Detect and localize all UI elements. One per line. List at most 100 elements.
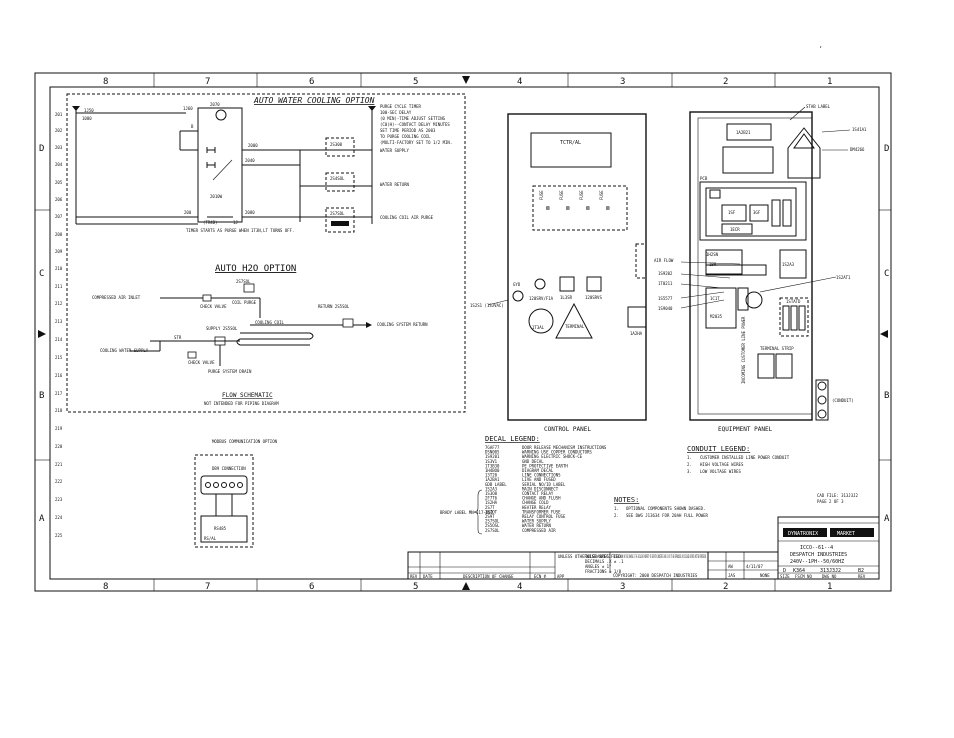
column-labels-top: 8 7 6 5 4 3 2 1 — [103, 77, 832, 87]
ground-arrow-icon — [72, 106, 80, 111]
hazard-label-icon — [787, 127, 821, 179]
tb-label: SIZE — [780, 574, 790, 579]
stray-mark: , — [819, 42, 823, 49]
row-label: C — [884, 269, 889, 279]
panel-item: 1L3SR — [560, 295, 573, 300]
column-label: 2 — [723, 582, 728, 592]
panel-item: GYD — [513, 282, 521, 287]
tb-label: FSCM NO — [795, 574, 812, 579]
panel-tag: 1S9202 — [658, 271, 673, 276]
relay-note: TIMER STARTS AS PURGE WHEN 1T3N,LT TURNS… — [186, 228, 294, 233]
row-number: 201 — [55, 112, 63, 117]
note-line: (0 MIN)-TIME ADJUST SETTING — [380, 116, 446, 121]
revision: B2 — [858, 568, 864, 574]
panel-tag: 1A2HA — [630, 331, 643, 336]
title-block: CAD FILE: 313J3J2 PAGE 2 OF 3 DYNATRONIX… — [407, 493, 880, 580]
decal-description: CHANGE COLD — [522, 500, 549, 505]
wire-label: B — [191, 124, 194, 129]
center-arrow-left-icon — [38, 330, 46, 338]
flow-label: SUPPLY 2S5SOL — [206, 326, 238, 331]
fuse-label: FUSE — [559, 190, 564, 200]
warning-triangle-icon — [555, 302, 593, 339]
wire-label: 1J — [233, 220, 238, 225]
wire-label: 1080 — [82, 116, 92, 121]
row-number: 204 — [55, 162, 63, 167]
valve-water-return: 2S4SOL WATER RETURN — [300, 172, 409, 192]
column-labels-bottom: 8 7 6 5 4 3 2 1 — [103, 582, 832, 592]
panel-tag: 1S2S1 (1S3VAC) — [470, 303, 504, 308]
panel-item: TERMINAL — [565, 324, 585, 329]
row-number: 220 — [55, 444, 63, 449]
row-number: 216 — [55, 373, 63, 378]
terminal-label: TERMINAL STRIP — [760, 346, 794, 351]
note-number: 2. — [614, 513, 619, 518]
brand-right: MARKET — [837, 531, 855, 537]
note-line: TO PURGE COOLING COIL — [380, 134, 431, 139]
panel-item: 120SRV/F1A — [529, 296, 554, 301]
row-number: 217 — [55, 391, 63, 396]
water-cooling-title: AUTO WATER COOLING OPTION — [253, 96, 375, 105]
row-number: 218 — [55, 408, 63, 413]
row-label: B — [884, 391, 889, 401]
flow-label: CHECK VALVE — [188, 360, 215, 365]
pcb-label: PCB — [700, 176, 708, 181]
decal-description: LIVE AND FUSED — [522, 477, 556, 482]
note-line: (C0(H)--CONTACT DELAY MINUTES — [380, 122, 450, 127]
decal-code: 2S7OT — [485, 509, 498, 514]
equipment-block: 1A2B21 — [736, 130, 751, 135]
relay-label: (TR4B) — [203, 220, 217, 225]
page-of: PAGE 2 OF 3 — [817, 499, 844, 504]
size-value: D — [783, 568, 786, 574]
valve-id: 2S300 — [330, 142, 343, 147]
decal-description: WARNING ELECTRIC SHOCK-CE — [522, 454, 583, 459]
equipment-block: 1ECR — [730, 227, 740, 232]
decal-description: GND DECAL — [522, 459, 544, 464]
rev-header: DATE — [423, 574, 433, 579]
note-text: OPTIONAL COMPONENTS SHOWN DASHED. — [626, 506, 705, 511]
column-label: 6 — [309, 77, 314, 87]
column-label: 3 — [620, 582, 625, 592]
legend-text: LOW VOLTAGE WIRES — [700, 469, 742, 474]
fuse-glyph: ⊠ — [546, 205, 550, 212]
control-panel: TCTR/AL FUSE FUSE FUSE FUSE ⊠ ⊠ ⊠ ⊠ GYD … — [470, 113, 647, 433]
fuse-glyph: ⊠ — [586, 205, 590, 212]
model-line: DESPATCH INDUSTRIES — [790, 552, 847, 558]
brand-logo-right — [830, 528, 874, 537]
decal-description: SERIAL NO/ID LABEL — [522, 482, 566, 487]
decal-description: PE PROTECTIVE EARTH — [522, 463, 568, 468]
row-number: 212 — [55, 301, 63, 306]
flow-label: COMPRESSED AIR INLET — [92, 295, 141, 300]
notes: NOTES: 1. OPTIONAL COMPONENTS SHOWN DASH… — [614, 496, 708, 518]
frame-ticks — [35, 73, 891, 591]
decal-description: WARNING USE COPPER CONDUCTORS — [522, 450, 592, 455]
conduit-tag: (CONDUIT) — [832, 398, 854, 403]
vertical-note: INCOMING CUSTOMER LINE POWER — [741, 316, 746, 384]
wire-label: 200 — [184, 210, 192, 215]
column-label: 1 — [827, 582, 832, 592]
valve-air-purge: 2S7SOL COOLING COIL AIR PURGE — [325, 207, 434, 233]
decal-description: COMPRESSED AIR — [522, 528, 556, 533]
rev-header: DESCRIPTION OF CHANGE — [463, 574, 514, 579]
row-number: 222 — [55, 479, 63, 484]
valve-name: COOLING COIL AIR PURGE — [380, 215, 434, 220]
decal-code: 7GAF77 — [485, 445, 500, 450]
row-number: 207 — [55, 214, 63, 219]
decal-code: 1A2BA1 — [485, 477, 500, 482]
column-label: 2 — [723, 77, 728, 87]
row-label: D — [884, 144, 889, 154]
wire-label: 2000 — [248, 143, 258, 148]
row-number: 203 — [55, 145, 63, 150]
notes-title: NOTES: — [614, 496, 639, 504]
center-arrow-top-icon — [462, 76, 470, 84]
column-label: 7 — [205, 77, 210, 87]
drawn-by: AW — [728, 564, 733, 569]
row-number: 219 — [55, 426, 63, 431]
drawing-number: 313J3J2 — [820, 568, 841, 574]
note-line: PURGE CYCLE TIMER — [380, 104, 422, 109]
brand-logo-left — [783, 528, 827, 537]
panel-item: 1T3AL — [532, 325, 545, 330]
tolerance-line: DECIMALS .X ± .1 — [585, 559, 624, 564]
equipment-block: 1STATD — [786, 299, 801, 304]
row-number: 202 — [55, 128, 63, 133]
